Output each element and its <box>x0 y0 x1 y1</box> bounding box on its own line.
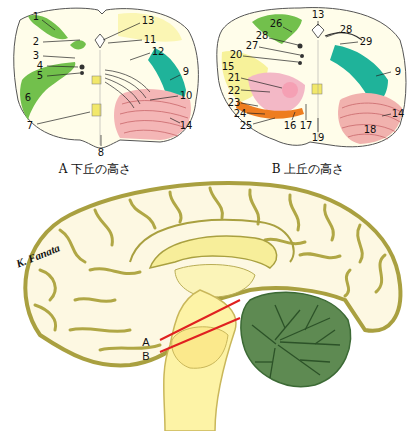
callout-number: 13 <box>142 16 155 26</box>
callout-number: 5 <box>37 71 43 81</box>
callout-number: 22 <box>228 86 241 96</box>
callout-number: 1 <box>33 12 39 22</box>
callout-number: 13 <box>312 10 325 20</box>
callout-number: 18 <box>364 125 377 135</box>
callout-number: 7 <box>27 121 33 131</box>
callout-number: 17 <box>300 121 313 131</box>
callout-number: 3 <box>33 51 39 61</box>
callout-number: 4 <box>37 61 43 71</box>
callout-number: 11 <box>144 35 157 45</box>
callout-number: 6 <box>25 93 31 103</box>
callout-number: 12 <box>152 47 165 57</box>
callout-number: 24 <box>234 109 247 119</box>
callout-number: 21 <box>228 73 241 83</box>
callout-number: 8 <box>98 148 104 158</box>
callout-number: 2 <box>33 37 39 47</box>
callout-number: 19 <box>312 133 325 143</box>
callout-number: 27 <box>246 41 259 51</box>
callout-number: 15 <box>222 62 235 72</box>
callout-number: 14 <box>180 121 193 131</box>
callout-number: 29 <box>360 37 373 47</box>
callout-number: 25 <box>240 121 253 131</box>
callout-number: 10 <box>180 91 193 101</box>
callout-number: 23 <box>228 98 241 108</box>
callout-number: 20 <box>230 50 243 60</box>
section-line-label: B <box>142 351 149 362</box>
callout-number: 16 <box>284 121 297 131</box>
section-caption: A 下丘の高さ <box>59 163 131 175</box>
section-line-label: A <box>142 337 149 348</box>
callout-number: 28 <box>340 25 353 35</box>
callout-number: 9 <box>183 67 189 77</box>
section-caption: B 上丘の高さ <box>272 163 345 175</box>
callout-number: 28 <box>256 31 269 41</box>
callout-number: 9 <box>395 67 401 77</box>
callout-number: 14 <box>392 109 405 119</box>
callout-number: 26 <box>270 19 283 29</box>
